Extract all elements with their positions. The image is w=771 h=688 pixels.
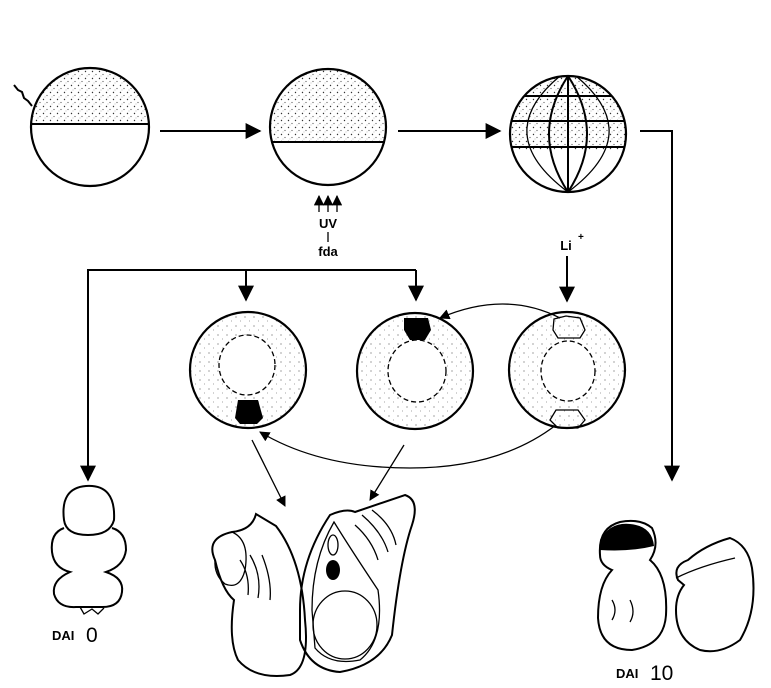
animal-hemisphere-pigment (270, 69, 386, 143)
notochord (326, 560, 340, 580)
cleavage-furrows (510, 76, 626, 192)
fda-branch-line (87, 269, 416, 480)
blastocoel (540, 340, 596, 402)
sperm-entry-icon (13, 84, 33, 107)
yolk-mass (312, 590, 378, 660)
dai0-label: DAI (52, 628, 74, 643)
embryo-front-view (596, 519, 668, 652)
embryo-tail-detail (79, 606, 105, 615)
embryo-side-view (674, 536, 755, 653)
gastrula-ventral-graft (188, 310, 308, 430)
gastrula-dorsal-graft (355, 311, 475, 431)
excised-lip-region-top (552, 315, 586, 339)
dorsal-edge-detail (675, 557, 736, 579)
cement-gland-detail (611, 599, 634, 623)
egg-outline (268, 67, 388, 187)
blastocoel (218, 334, 276, 396)
embryo-dai0 (50, 484, 128, 615)
dorsal-lip-graft (404, 318, 431, 340)
fda-label: fda (318, 244, 338, 259)
blastocoel (387, 339, 447, 403)
embryo-head (62, 484, 116, 537)
dai10-label: DAI (616, 666, 638, 681)
embryo-left-half (211, 512, 307, 677)
animal-blastomeres-pigment (510, 76, 626, 150)
lithium-superscript: + (578, 232, 584, 243)
arrow-graft-bottom (259, 424, 557, 469)
gastrula-lithium (507, 310, 627, 430)
somite-lines-right (354, 509, 397, 561)
embryo-left-head (211, 531, 247, 587)
lithium-egg (508, 74, 628, 194)
arrow-lithium-to-dai10 (640, 130, 680, 482)
dai0-value: 0 (86, 624, 98, 647)
fertilized-egg (13, 66, 151, 188)
enlarged-head-pigment (600, 523, 654, 551)
embryo-right-half (299, 493, 416, 674)
egg-outline (29, 66, 151, 188)
neural-tube (327, 534, 339, 556)
embryo-cross-section (311, 520, 381, 663)
animal-hemisphere-pigment (31, 68, 149, 125)
embryo-rescued (211, 493, 416, 677)
excised-lip-region-bottom (549, 409, 586, 429)
arrow-graft-top (439, 303, 561, 320)
lithium-label: Li (560, 238, 572, 253)
arrow-to-rescued-left (251, 439, 286, 507)
embryo-body (50, 527, 128, 609)
dai10-value: 10 (650, 662, 673, 685)
uv-egg (268, 67, 388, 212)
dorsal-lip-graft (235, 400, 263, 424)
uv-label: UV (319, 216, 337, 231)
arrow-to-rescued-right (369, 444, 405, 501)
embryo-dai10 (596, 519, 755, 653)
somite-lines-left (239, 554, 271, 601)
